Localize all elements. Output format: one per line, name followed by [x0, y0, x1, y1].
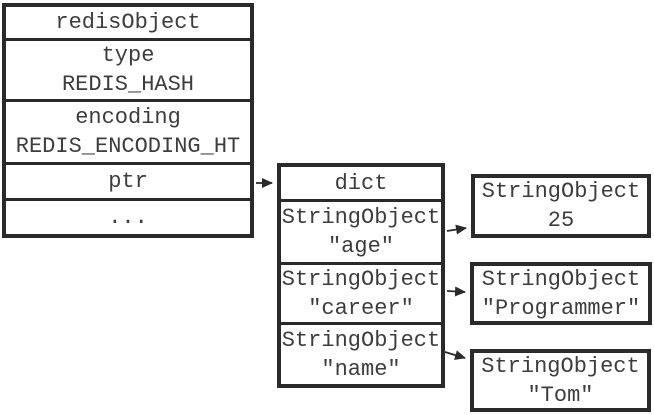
value-box-name-type: StringObject	[481, 353, 640, 379]
dict-header: dict	[281, 167, 441, 199]
value-box-age: StringObject 25	[471, 174, 651, 238]
value-box-name-value: "Tom"	[527, 382, 594, 408]
encoding-label: encoding	[75, 105, 181, 130]
encoding-value: REDIS_ENCODING_HT	[15, 134, 241, 159]
dict-entry-career: StringObject "career"	[281, 262, 441, 322]
dict-entry-age: StringObject "age"	[281, 199, 441, 262]
dict-entry-name-value: "name"	[321, 356, 401, 382]
redis-object-header: redisObject	[6, 7, 250, 38]
dict-entry-name-type: StringObject	[281, 327, 441, 353]
ellipsis-label: ...	[108, 205, 148, 230]
dict-header-label: dict	[334, 170, 388, 196]
dict-entry-career-value: "career"	[308, 295, 414, 321]
dict-entry-career-type: StringObject	[281, 266, 441, 292]
type-label: type	[101, 43, 155, 68]
value-box-name: StringObject "Tom"	[470, 349, 651, 412]
redis-object-header-label: redisObject	[55, 10, 201, 35]
ellipsis-row: ...	[6, 198, 250, 234]
ptr-row: ptr	[6, 162, 250, 198]
ptr-label: ptr	[108, 169, 148, 194]
arrow-name-to-value-icon	[444, 350, 466, 360]
type-row: type REDIS_HASH	[6, 38, 250, 99]
value-box-career-value: "Programmer"	[481, 295, 641, 321]
dict-box: dict StringObject "age" StringObject "ca…	[277, 163, 445, 388]
dict-entry-age-value: "age"	[327, 234, 394, 259]
type-value: REDIS_HASH	[61, 72, 195, 97]
value-box-career: StringObject "Programmer"	[470, 262, 652, 325]
arrow-age-to-value-icon	[446, 224, 467, 235]
dict-entry-name: StringObject "name"	[281, 322, 441, 384]
value-box-age-value: 25	[547, 208, 575, 233]
dict-entry-age-type: StringObject	[281, 205, 441, 230]
arrow-career-to-value-icon	[446, 286, 466, 297]
redis-object-box: redisObject type REDIS_HASH encoding RED…	[2, 3, 254, 238]
value-box-age-type: StringObject	[481, 179, 641, 204]
value-box-career-type: StringObject	[481, 266, 641, 292]
encoding-row: encoding REDIS_ENCODING_HT	[6, 99, 250, 162]
